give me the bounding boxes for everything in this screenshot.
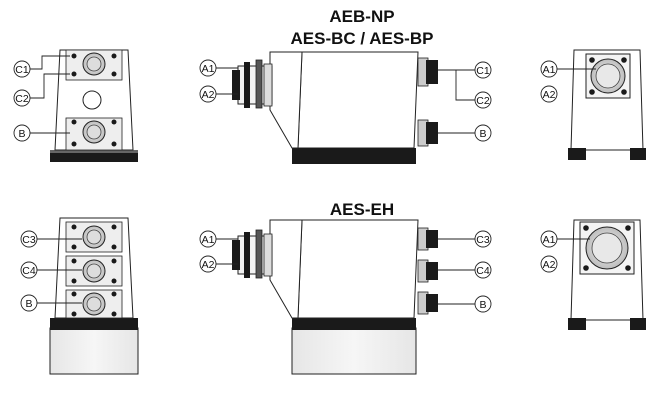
label-bottom-left-b: B [20, 294, 38, 312]
svg-text:C2: C2 [15, 93, 29, 105]
top-front-view [50, 49, 138, 162]
label-bottom-mid-a2: A2 [199, 255, 217, 273]
svg-text:C1: C1 [476, 65, 490, 77]
bottom-side-view [232, 219, 438, 375]
svg-text:A1: A1 [202, 63, 215, 75]
title-aes-bc-bp: AES-BC / AES-BP [291, 29, 434, 48]
svg-text:A2: A2 [202, 259, 215, 271]
svg-text:A2: A2 [543, 259, 556, 271]
label-top-mid-c1: C1 [474, 61, 492, 79]
label-bottom-mid-a1: A1 [199, 230, 217, 248]
svg-text:B: B [479, 128, 486, 140]
svg-text:B: B [479, 299, 486, 311]
top-side-view [232, 51, 438, 164]
svg-text:A1: A1 [543, 64, 556, 76]
svg-text:A1: A1 [543, 234, 556, 246]
label-bottom-mid-b: B [474, 295, 492, 313]
label-bottom-right-a2: A2 [540, 255, 558, 273]
leader-lines-bottom-left [37, 238, 82, 304]
leader-lines-top-mid [216, 67, 475, 134]
label-bottom-left-c4: C4 [20, 261, 38, 279]
svg-text:B: B [25, 298, 32, 310]
svg-text:C1: C1 [15, 64, 29, 76]
label-top-left-c1: C1 [13, 60, 31, 78]
leader-lines-top-left [30, 55, 70, 134]
label-top-right-a2: A2 [540, 85, 558, 103]
label-bottom-right-a1: A1 [540, 230, 558, 248]
leader-lines-bottom-mid [216, 238, 475, 305]
svg-text:A1: A1 [202, 234, 215, 246]
label-bottom-mid-c3: C3 [474, 230, 492, 248]
label-top-mid-c2: C2 [474, 91, 492, 109]
label-bottom-mid-c4: C4 [474, 261, 492, 279]
svg-text:C4: C4 [22, 265, 36, 277]
label-bottom-left-c3: C3 [20, 230, 38, 248]
svg-text:A2: A2 [543, 89, 556, 101]
title-aeb-np: AEB-NP [329, 7, 394, 26]
label-top-left-b: B [13, 124, 31, 142]
top-back-view [568, 49, 646, 160]
label-top-mid-b: B [474, 124, 492, 142]
bottom-back-view [568, 219, 646, 330]
svg-text:C2: C2 [476, 95, 490, 107]
bottom-front-view [49, 217, 139, 375]
svg-text:A2: A2 [202, 89, 215, 101]
title-aes-eh: AES-EH [330, 200, 394, 219]
label-top-mid-a2: A2 [199, 85, 217, 103]
label-top-left-c2: C2 [13, 89, 31, 107]
svg-text:C4: C4 [476, 265, 490, 277]
label-top-right-a1: A1 [540, 60, 558, 78]
label-top-mid-a1: A1 [199, 59, 217, 77]
svg-text:C3: C3 [476, 234, 490, 246]
svg-text:C3: C3 [22, 234, 36, 246]
svg-text:B: B [18, 128, 25, 140]
